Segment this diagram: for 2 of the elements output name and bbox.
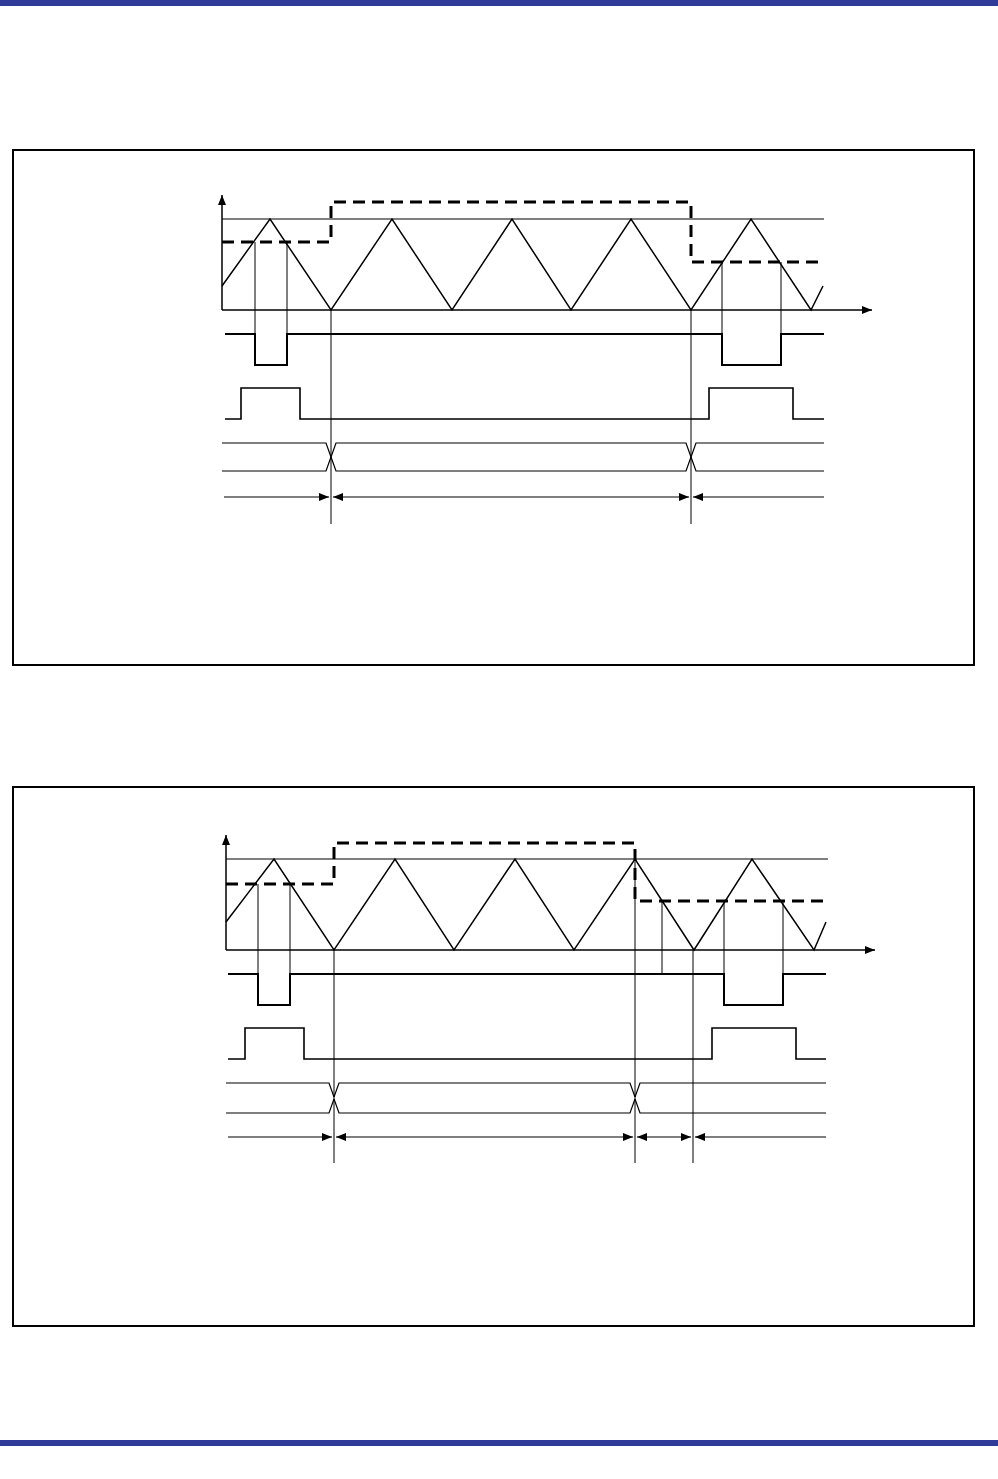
diagram-panel [12,149,975,666]
diagram-panel [12,786,975,1327]
